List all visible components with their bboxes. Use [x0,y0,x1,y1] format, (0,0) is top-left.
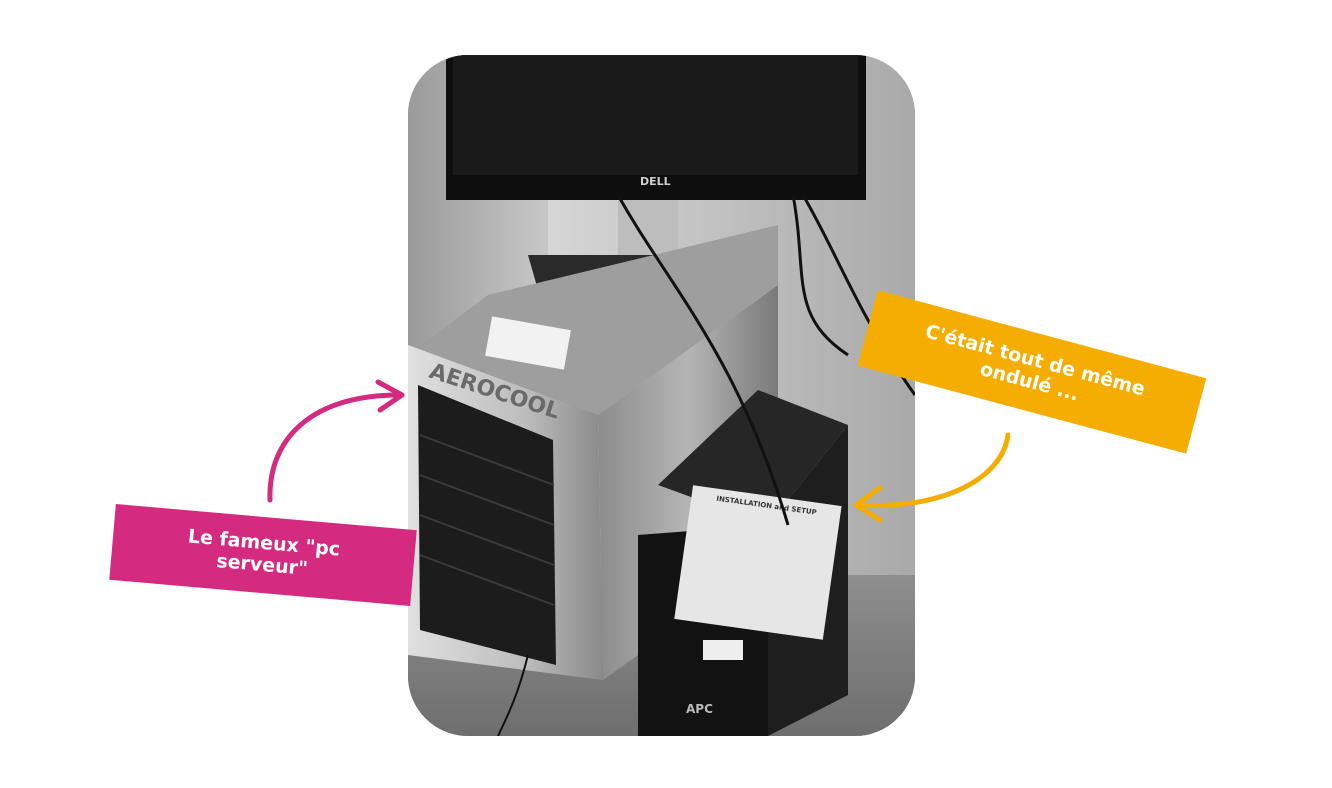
pink-arrow [267,392,403,503]
ups-brand-text: APC [686,702,713,716]
server-photo: DELL AEROCOOL INSTALLATION and SETUP APC [408,55,915,736]
monitor-brand-text: DELL [640,175,671,188]
pink-annotation-label: Le fameux "pc serveur" [109,503,417,607]
pink-arrowhead-icon [375,379,405,413]
